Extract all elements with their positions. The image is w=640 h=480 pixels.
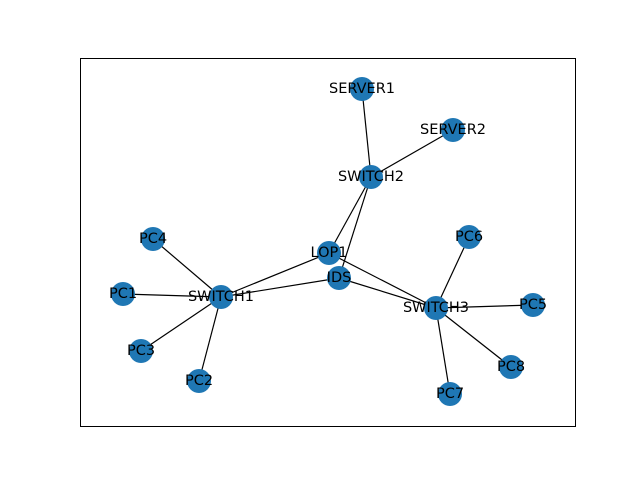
edge-lop1-switch1	[220, 252, 330, 298]
node-pc1[interactable]	[111, 282, 135, 306]
node-pc6[interactable]	[457, 225, 481, 249]
edge-ids-switch1	[220, 277, 340, 298]
node-pc4[interactable]	[141, 227, 165, 251]
edge-pc2-switch1	[198, 296, 222, 382]
edge-lop1-switch3	[328, 252, 437, 309]
node-label-switch3: SWITCH3	[403, 300, 469, 316]
node-label-pc5: PC5	[519, 297, 547, 313]
edge-pc1-switch1	[122, 293, 222, 298]
node-switch2[interactable]	[359, 165, 383, 189]
edge-pc7-switch3	[435, 307, 451, 395]
node-ids[interactable]	[327, 266, 351, 290]
node-label-pc6: PC6	[455, 229, 483, 245]
node-pc7[interactable]	[438, 382, 462, 406]
edge-switch2-ids	[338, 176, 372, 279]
node-label-server1: SERVER1	[329, 81, 395, 97]
node-switch3[interactable]	[424, 296, 448, 320]
node-lop1[interactable]	[317, 241, 341, 265]
node-label-pc3: PC3	[127, 343, 155, 359]
node-layer	[111, 77, 545, 406]
edge-ids-switch3	[338, 277, 437, 309]
node-server2[interactable]	[441, 118, 465, 142]
node-switch1[interactable]	[209, 285, 233, 309]
node-label-lop1: LOP1	[311, 245, 348, 261]
node-label-server2: SERVER2	[420, 122, 486, 138]
edge-layer	[122, 88, 534, 395]
edge-server1-switch2	[361, 88, 372, 178]
node-label-pc2: PC2	[185, 373, 213, 389]
node-label-switch2: SWITCH2	[338, 169, 404, 185]
edge-pc6-switch3	[435, 236, 470, 309]
node-pc2[interactable]	[187, 369, 211, 393]
node-label-ids: IDS	[327, 270, 352, 286]
node-pc3[interactable]	[129, 339, 153, 363]
edge-pc4-switch1	[152, 238, 222, 298]
node-pc8[interactable]	[499, 355, 523, 379]
edge-pc3-switch1	[140, 296, 222, 352]
node-server1[interactable]	[350, 77, 374, 101]
node-pc5[interactable]	[521, 293, 545, 317]
node-label-pc7: PC7	[436, 386, 464, 402]
edge-switch2-lop1	[328, 176, 372, 254]
edge-pc8-switch3	[435, 307, 512, 368]
plot-frame	[80, 58, 576, 427]
node-label-pc1: PC1	[109, 286, 137, 302]
node-label-switch1: SWITCH1	[188, 289, 254, 305]
edge-server2-switch2	[370, 129, 454, 178]
node-label-pc4: PC4	[139, 231, 167, 247]
node-label-pc8: PC8	[497, 359, 525, 375]
edge-pc5-switch3	[435, 304, 534, 309]
